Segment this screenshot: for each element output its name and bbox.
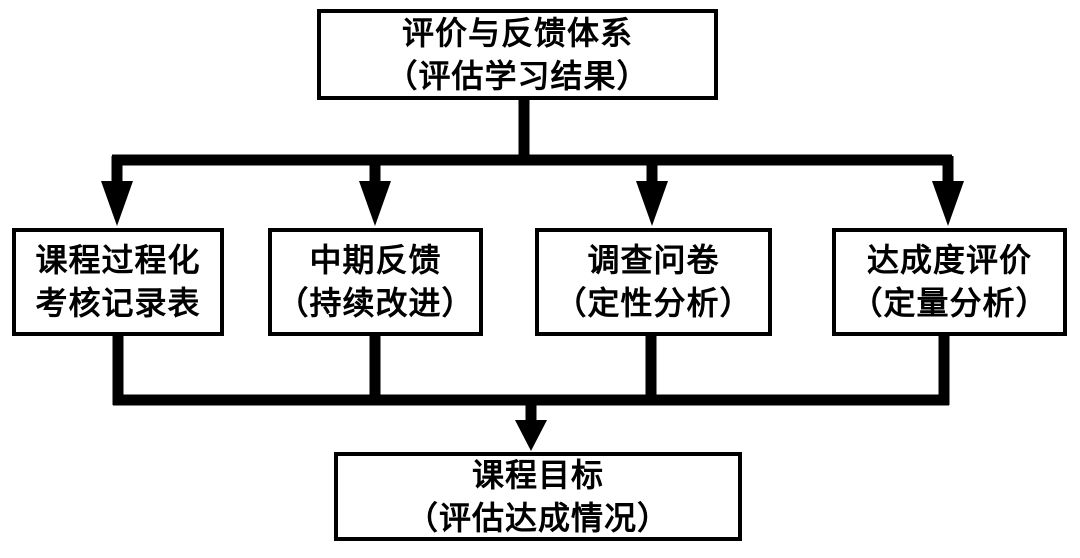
- node-survey-questionnaire-subtitle: （定性分析）: [554, 284, 753, 322]
- node-midterm-feedback-subtitle: （持续改进）: [276, 284, 475, 322]
- node-midterm-feedback-title: 中期反馈: [309, 241, 442, 279]
- node-evaluation-feedback-system-title: 评价与反馈体系: [401, 13, 633, 52]
- node-achievement-evaluation-title: 达成度评价: [866, 241, 1032, 279]
- node-survey-questionnaire-title: 调查问卷: [587, 241, 720, 279]
- node-evaluation-feedback-system: 评价与反馈体系 （评估学习结果）: [317, 9, 718, 100]
- arrow-to-child4: [932, 156, 964, 226]
- node-achievement-evaluation-subtitle: （定量分析）: [850, 284, 1049, 322]
- arrow-to-child2: [359, 156, 391, 226]
- arrow-to-sink: [515, 400, 547, 451]
- arrow-to-child4-head: [932, 181, 964, 226]
- node-course-objectives: 课程目标 （评估达成情况）: [334, 452, 742, 541]
- node-course-objectives-subtitle: （评估达成情况）: [405, 498, 670, 537]
- arrow-to-sink-head: [515, 420, 547, 451]
- node-process-assessment-record-title: 课程过程化: [35, 241, 201, 279]
- node-process-assessment-record: 课程过程化 考核记录表: [12, 228, 224, 336]
- arrow-to-child2-head: [359, 181, 391, 226]
- node-achievement-evaluation: 达成度评价 （定量分析）: [832, 228, 1067, 336]
- arrow-to-child1: [101, 156, 133, 226]
- arrow-to-child3-head: [636, 181, 668, 226]
- node-process-assessment-record-subtitle: 考核记录表: [35, 284, 201, 322]
- arrow-to-child1-head: [101, 181, 133, 226]
- node-survey-questionnaire: 调查问卷 （定性分析）: [535, 228, 772, 336]
- arrow-to-child3: [636, 156, 668, 226]
- node-evaluation-feedback-system-subtitle: （评估学习结果）: [385, 56, 650, 95]
- node-midterm-feedback: 中期反馈 （持续改进）: [268, 228, 483, 336]
- node-course-objectives-title: 课程目标: [471, 455, 604, 494]
